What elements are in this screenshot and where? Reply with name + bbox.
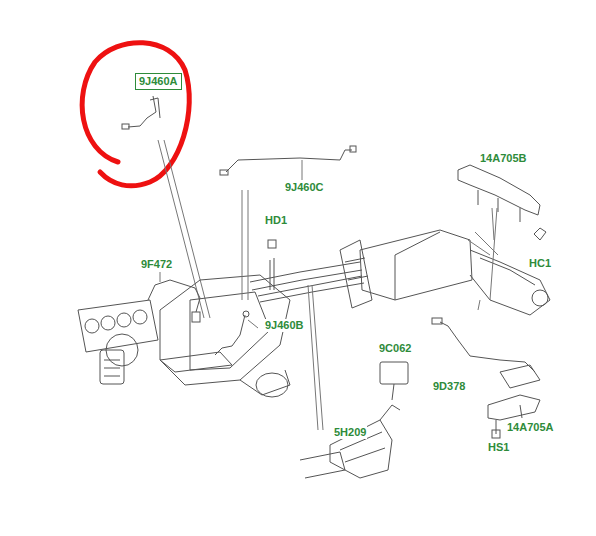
callout-number: 9F472 xyxy=(140,258,173,271)
turbocharger xyxy=(100,334,138,384)
callout-number: 9J460C xyxy=(284,181,325,194)
sensor-wire xyxy=(148,280,200,312)
callout-number: 9C062 xyxy=(378,342,412,355)
sensor-wire xyxy=(215,315,245,355)
callout-number: 9J460A xyxy=(139,75,178,88)
hanger-bracket xyxy=(340,240,372,308)
sensor-wire xyxy=(226,150,352,172)
highlight-circle xyxy=(82,43,189,186)
part-callout-box: 9J460A xyxy=(135,73,182,90)
callout-number: 14A705B xyxy=(479,152,527,165)
heat-shield xyxy=(300,405,400,478)
callout-number: HS1 xyxy=(487,441,510,454)
exhaust-manifold xyxy=(78,300,158,352)
muffler xyxy=(360,230,472,300)
callout-number: HC1 xyxy=(528,257,552,270)
heat-clip xyxy=(534,228,546,240)
leader-line xyxy=(158,140,210,318)
callout-number: 5H209 xyxy=(333,426,367,439)
callout-number: 14A705A xyxy=(506,421,554,434)
bracket xyxy=(160,352,232,372)
bracket-14a705b xyxy=(458,165,540,215)
callout-number: 9J460B xyxy=(264,319,305,332)
nox-module xyxy=(380,362,408,384)
callout-number: HD1 xyxy=(264,214,288,227)
intermediate-pipe xyxy=(250,240,364,302)
sensor-wire xyxy=(440,322,535,372)
bracket-14a705a xyxy=(488,395,540,420)
callout-number: 9D378 xyxy=(432,380,466,393)
sensor-9j460a xyxy=(122,96,160,129)
